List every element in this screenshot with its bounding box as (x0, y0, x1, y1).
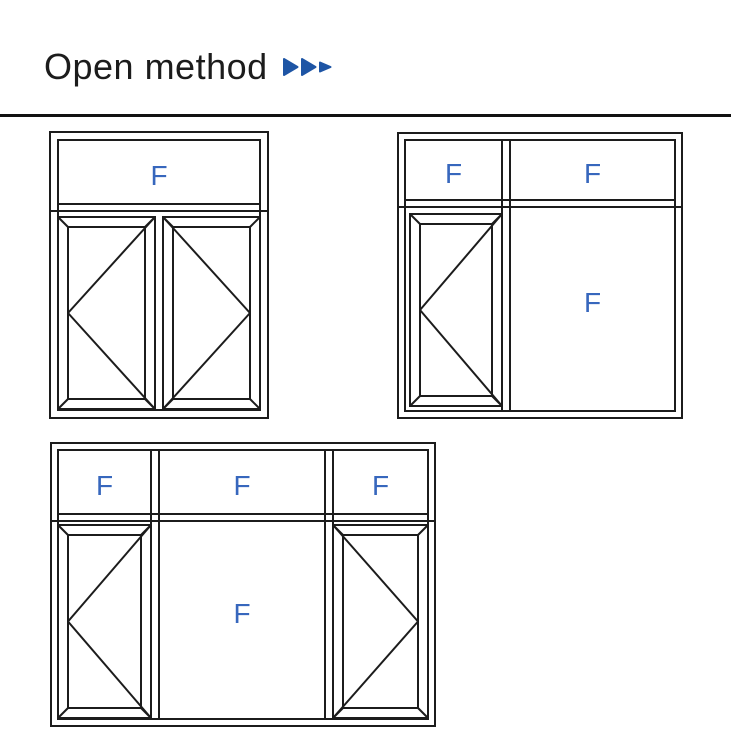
casement-sash (332, 524, 429, 719)
outer-frame (397, 132, 683, 419)
casement-sash (57, 216, 156, 410)
opening-indicator-line (162, 312, 251, 410)
outer-frame (50, 442, 436, 727)
sash-outer (162, 216, 261, 410)
sash-inner (419, 223, 493, 397)
casement-sash (162, 216, 261, 410)
opening-indicator-line (67, 312, 156, 410)
opening-indicator-line (419, 309, 503, 407)
sash-corner-bevel (57, 524, 69, 536)
outer-frame (49, 131, 269, 419)
opening-indicator-line (67, 216, 156, 314)
sash-outer (57, 216, 156, 410)
window-top-fixed-double-casement: F (49, 131, 269, 419)
window-casement-and-fixed: F F F (397, 132, 683, 419)
sash-outer (57, 524, 152, 719)
sash-corner-bevel (57, 398, 69, 410)
opening-indicator-line (67, 524, 152, 623)
opening-indicator-line (332, 524, 419, 623)
window-casement-fixed-casement: F F F F (50, 442, 436, 727)
inner-frame (404, 139, 676, 412)
triple-right-arrows-icon (282, 57, 332, 76)
fixed-panel-label: F (445, 158, 462, 189)
sash-inner (172, 226, 251, 400)
fixed-panel-label: F (233, 598, 250, 629)
sash-inner (342, 534, 419, 709)
sash-inner (67, 534, 142, 709)
opening-indicator-line (332, 620, 419, 719)
sash-corner-bevel (417, 707, 429, 719)
sash-corner-bevel (57, 216, 69, 228)
opening-indicator-line (67, 620, 152, 719)
sash-corner-bevel (249, 398, 261, 410)
casement-sash (409, 213, 503, 407)
opening-indicator-line (162, 216, 251, 314)
sash-corner-bevel (417, 524, 429, 536)
sash-corner-bevel (409, 395, 421, 407)
fixed-panel-label: F (584, 158, 601, 189)
sash-inner (67, 226, 146, 400)
casement-sash (57, 524, 152, 719)
fixed-panel-label: F (150, 160, 167, 191)
sash-outer (409, 213, 503, 407)
opening-indicator-line (419, 213, 503, 311)
fixed-panel-label: F (233, 470, 250, 501)
header-divider (0, 114, 731, 117)
sash-corner-bevel (409, 213, 421, 225)
fixed-panel-label: F (372, 470, 389, 501)
fixed-panel-label: F (584, 287, 601, 318)
sash-outer (332, 524, 429, 719)
fixed-panel-label: F (96, 470, 113, 501)
sash-corner-bevel (57, 707, 69, 719)
page-header: Open method (44, 48, 336, 86)
page-title: Open method (44, 46, 268, 87)
sash-corner-bevel (249, 216, 261, 228)
